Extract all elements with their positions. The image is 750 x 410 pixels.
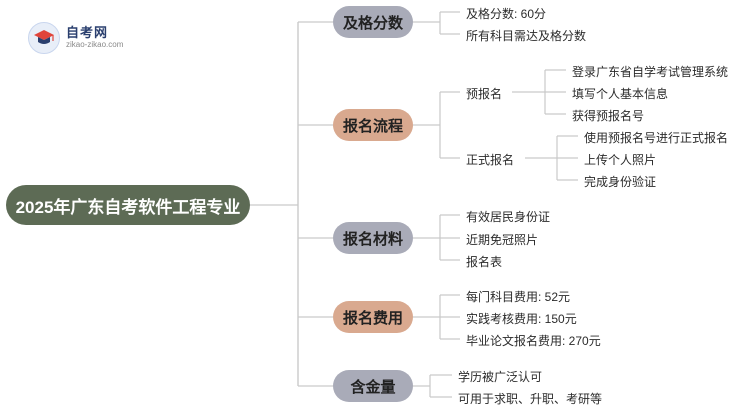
leaf-item: 上传个人照片 [584,153,657,167]
logo-url: zikao-zikao.com [66,40,124,49]
branch-passing-score: 及格分数 [333,6,413,38]
leaf-item: 学历被广泛认可 [458,370,543,384]
logo-badge [28,22,60,54]
branch-registration-materials: 报名材料 [333,222,413,254]
leaf-item: 毕业论文报名费用: 270元 [466,334,601,348]
sub-node-formal-registration: 正式报名 [466,153,515,167]
leaf-item: 及格分数: 60分 [466,7,547,21]
leaf-item: 获得预报名号 [572,109,645,123]
leaf-item: 所有科目需达及格分数 [466,29,587,43]
root-node: 2025年广东自考软件工程专业 [6,185,250,225]
sub-node-pre-registration: 预报名 [466,87,503,101]
leaf-item: 使用预报名号进行正式报名 [584,131,729,145]
branch-value: 含金量 [333,370,413,402]
leaf-item: 每门科目费用: 52元 [466,290,571,304]
leaf-item: 可用于求职、升职、考研等 [458,392,603,406]
leaf-item: 报名表 [466,255,503,269]
leaf-item: 填写个人基本信息 [572,87,669,101]
branch-registration-process: 报名流程 [333,109,413,141]
logo-name: 自考网 [66,25,109,40]
leaf-item: 登录广东省自学考试管理系统 [572,65,729,79]
site-logo[interactable]: 自考网 zikao-zikao.com [28,18,168,58]
branch-registration-fees: 报名费用 [333,301,413,333]
graduation-cap-icon [34,30,54,44]
leaf-item: 有效居民身份证 [466,210,551,224]
leaf-item: 近期免冠照片 [466,233,539,247]
leaf-item: 实践考核费用: 150元 [466,312,577,326]
leaf-item: 完成身份验证 [584,175,657,189]
